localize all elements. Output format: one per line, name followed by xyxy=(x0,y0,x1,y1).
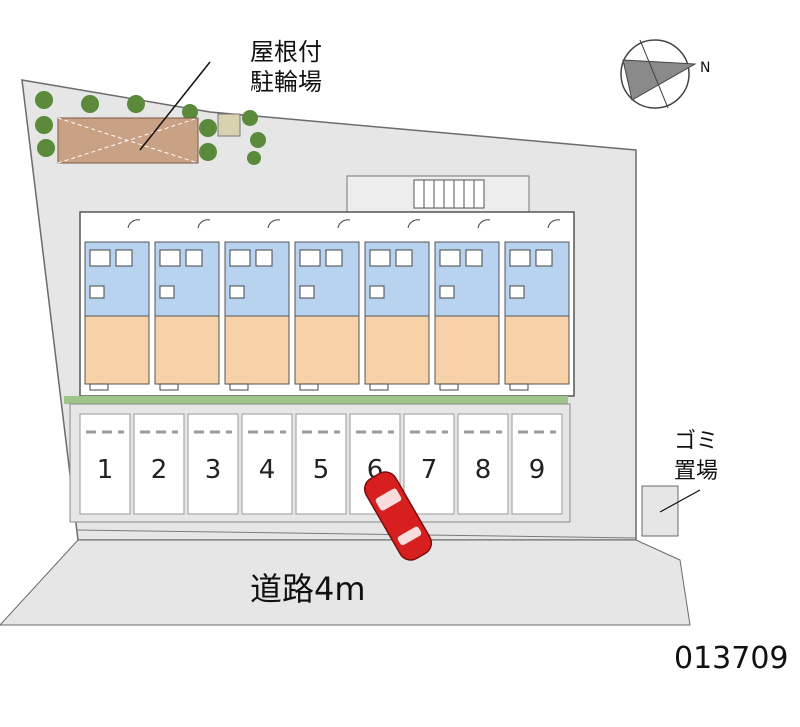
parking-space: 4 xyxy=(241,413,293,515)
greenery xyxy=(35,91,266,165)
garbage-label-line1: ゴミ xyxy=(674,429,718,454)
road-label: 道路4m xyxy=(250,570,366,608)
parking-space: 5 xyxy=(295,413,347,515)
parking-space-number: 7 xyxy=(421,455,438,485)
apartment-units xyxy=(84,219,570,391)
garbage-label-line2: 置場 xyxy=(674,459,718,484)
apartment-unit xyxy=(364,219,430,391)
parking-space: 1 xyxy=(79,413,131,515)
garbage-leader-line xyxy=(659,489,701,513)
bicycle-parking-hatch xyxy=(57,117,199,164)
parking-space-number: 2 xyxy=(151,455,168,485)
parking-space-number: 1 xyxy=(97,455,114,485)
car-icon xyxy=(363,471,433,561)
hedge-strip xyxy=(64,396,568,404)
apartment-unit xyxy=(434,219,500,391)
parking-space: 2 xyxy=(133,413,185,515)
north-label: N xyxy=(700,60,710,76)
parking-space-number: 9 xyxy=(529,455,546,485)
parking-space-number: 4 xyxy=(259,455,276,485)
apartment-unit xyxy=(84,219,150,391)
garbage-area xyxy=(641,485,679,537)
parking-space-number: 3 xyxy=(205,455,222,485)
stairs xyxy=(413,179,485,209)
parking-space-number: 8 xyxy=(475,455,492,485)
north-arrow-icon: N xyxy=(620,39,710,109)
apartment-unit xyxy=(294,219,360,391)
apartment-unit xyxy=(154,219,220,391)
parking-space: 3 xyxy=(187,413,239,515)
bicycle-label-line1: 屋根付 xyxy=(250,38,322,66)
parking-space: 8 xyxy=(457,413,509,515)
apartment-unit xyxy=(224,219,290,391)
road-edge xyxy=(77,529,637,539)
bicycle-leader-line xyxy=(139,61,211,151)
parking-space: 7 xyxy=(403,413,455,515)
road-area xyxy=(0,539,691,626)
parking-space-number: 5 xyxy=(313,455,330,485)
bicycle-label-line2: 駐輪場 xyxy=(250,68,322,96)
utility-box xyxy=(217,113,241,137)
apartment-unit xyxy=(504,219,570,391)
property-code: 013709 xyxy=(674,641,789,676)
parking-space: 9 xyxy=(511,413,563,515)
